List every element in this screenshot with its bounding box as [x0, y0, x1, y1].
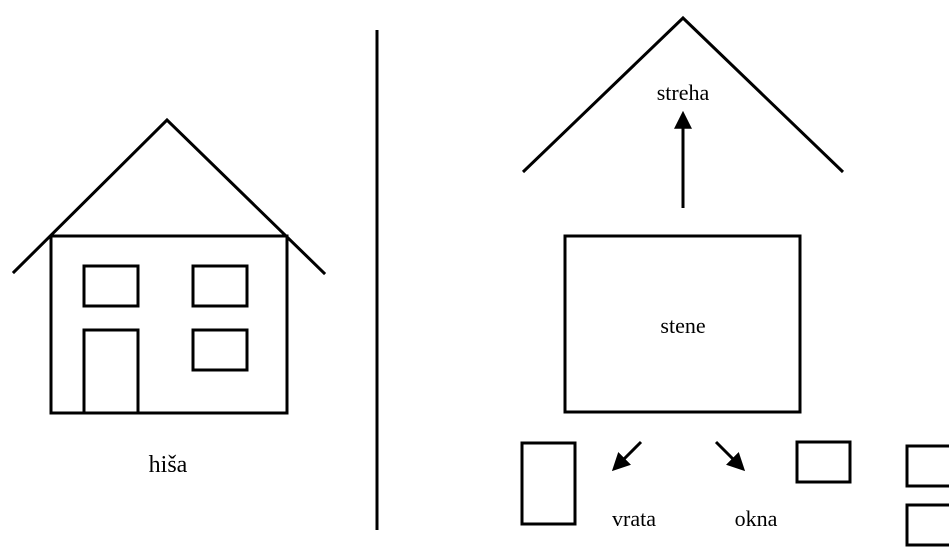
- arrow-down-right-to-windows: [714, 440, 746, 472]
- house-label: hiša: [149, 452, 188, 478]
- arrow-down-left-to-door: [611, 440, 643, 472]
- window-part-2: [905, 444, 949, 488]
- house-window-bottom-right: [191, 328, 249, 372]
- house-window-top-right: [191, 264, 249, 308]
- walls-label: stene: [660, 313, 705, 338]
- walls-shape: [563, 234, 802, 414]
- house-walls: [49, 234, 289, 415]
- roof-label: streha: [657, 80, 710, 105]
- walls-part: stene: [563, 234, 802, 414]
- window-part-3: [905, 503, 949, 547]
- door-label: vrata: [612, 506, 656, 531]
- roof-shape: [521, 15, 845, 174]
- door-part: [520, 441, 577, 526]
- complete-house: [11, 117, 327, 415]
- house-door: [82, 328, 140, 415]
- roof-part: streha: [521, 15, 845, 174]
- window-part-1: [795, 440, 852, 484]
- house-window-top-left: [82, 264, 140, 308]
- house-roof: [11, 117, 327, 276]
- windows-label: okna: [735, 506, 778, 531]
